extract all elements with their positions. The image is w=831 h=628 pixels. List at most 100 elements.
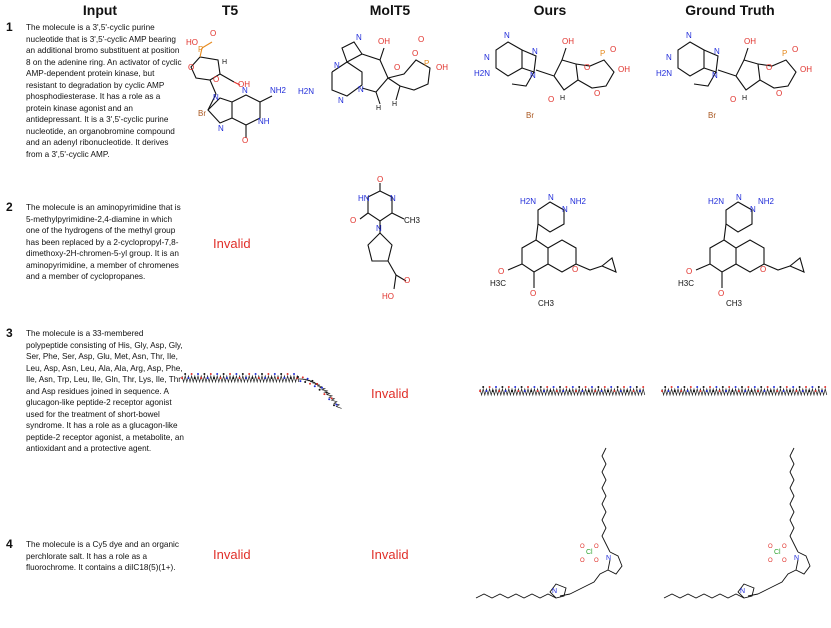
atom-n: N xyxy=(530,71,536,80)
peptide-atom xyxy=(766,386,769,388)
atom-o: O xyxy=(792,45,798,54)
row-4-molt5-invalid: Invalid xyxy=(371,547,409,562)
peptide-atom xyxy=(757,390,759,392)
peptide-atom xyxy=(607,390,609,392)
atom-n: N xyxy=(714,47,720,56)
atom-o: O xyxy=(594,544,599,550)
atom-nh2: NH2 xyxy=(270,86,287,95)
peptide-atom xyxy=(798,386,801,388)
peptide-atom xyxy=(600,390,603,392)
peptide-atom xyxy=(805,386,807,388)
peptide-atom xyxy=(181,377,183,379)
peptide-atom xyxy=(760,386,763,388)
peptide-atom xyxy=(251,377,254,379)
peptide-atom xyxy=(705,390,708,392)
atom-o: O xyxy=(213,75,219,84)
peptide-atom xyxy=(219,377,222,379)
atom-h2n: H2N xyxy=(708,197,724,206)
peptide-atom xyxy=(520,386,523,388)
atom-o: O xyxy=(418,35,424,44)
peptide-atom xyxy=(507,386,510,388)
peptide-atom xyxy=(482,386,485,388)
atom-o: O xyxy=(782,558,787,564)
peptide-atom xyxy=(235,373,238,375)
atom-n: N xyxy=(666,53,672,62)
row-3-ours-structure xyxy=(479,386,646,397)
header-input: Input xyxy=(82,2,118,18)
peptide-atom xyxy=(689,386,692,388)
atom-n: N xyxy=(213,93,219,102)
peptide-atom xyxy=(603,386,606,388)
atom-n: N xyxy=(338,96,344,105)
row-4-description: The molecule is a Cy5 dye and an organic… xyxy=(26,540,179,572)
atom-p: P xyxy=(600,49,605,58)
atom-o: O xyxy=(768,544,773,550)
peptide-atom xyxy=(501,386,504,388)
peptide-atom xyxy=(270,377,273,379)
atom-p: P xyxy=(198,45,203,54)
header-ours: Ours xyxy=(533,2,567,18)
peptide-atom xyxy=(616,386,619,388)
peptide-atom xyxy=(753,386,756,388)
peptide-backbone xyxy=(661,387,828,397)
peptide-atom xyxy=(213,377,215,379)
atom-n: N xyxy=(686,31,692,40)
peptide-atom xyxy=(245,377,247,379)
peptide-atom xyxy=(594,390,597,392)
atom-o: O xyxy=(412,49,418,58)
peptide-atom xyxy=(193,377,196,379)
peptide-atom xyxy=(801,390,804,392)
header-molt5: MolT5 xyxy=(369,2,411,18)
row-1-molt5-structure: OH N N N N H2N O O P OH O H H xyxy=(298,33,448,112)
peptide-atom xyxy=(584,386,587,388)
peptide-atom xyxy=(261,373,263,375)
peptide-backbone xyxy=(181,374,342,409)
atom-oh: OH xyxy=(800,65,812,74)
atom-h2n: H2N xyxy=(474,69,490,78)
peptide-atom xyxy=(206,377,209,379)
peptide-atom xyxy=(789,390,791,392)
atom-oh: OH xyxy=(562,37,574,46)
peptide-atom xyxy=(709,386,711,388)
atom-br: Br xyxy=(198,109,206,118)
peptide-atom xyxy=(301,376,304,379)
peptide-atom xyxy=(203,373,206,375)
peptide-atom xyxy=(792,386,795,388)
atom-oh: OH xyxy=(238,80,250,89)
row-2-description: The molecule is an aminopyrimidine that … xyxy=(26,203,181,281)
peptide-atom xyxy=(725,390,727,392)
atom-o: O xyxy=(210,29,216,38)
peptide-atom xyxy=(673,390,676,392)
row-number-3: 3 xyxy=(6,326,13,340)
peptide-atom xyxy=(750,390,753,392)
row-3-description: The molecule is a 33-membered polypeptid… xyxy=(26,329,184,453)
peptide-atom xyxy=(591,386,593,388)
atom-ho: HO xyxy=(186,38,198,47)
peptide-atom xyxy=(769,390,772,392)
atom-nh: NH xyxy=(258,117,270,126)
atom-o: O xyxy=(584,63,590,72)
atom-o: O xyxy=(394,63,400,72)
atom-h: H xyxy=(392,101,397,108)
peptide-atom xyxy=(575,390,577,392)
atom-o: O xyxy=(580,544,585,550)
atom-oh: OH xyxy=(378,37,390,46)
peptide-atom xyxy=(814,390,817,392)
row-number-2: 2 xyxy=(6,200,13,214)
peptide-atom xyxy=(785,386,788,388)
atom-n: N xyxy=(736,193,742,202)
atom-n: N xyxy=(358,85,364,94)
atom-n: N xyxy=(548,193,554,202)
atom-o: O xyxy=(768,558,773,564)
atom-n: N xyxy=(712,71,718,80)
row-2-t5-invalid: Invalid xyxy=(213,236,251,251)
peptide-atom xyxy=(741,386,743,388)
peptide-atom xyxy=(304,381,307,383)
peptide-atom xyxy=(565,386,568,388)
peptide-atom xyxy=(197,373,199,375)
peptide-atom xyxy=(555,390,558,392)
peptide-atom xyxy=(610,386,613,388)
atom-cl: Cl xyxy=(586,549,593,556)
peptide-atom xyxy=(328,398,331,401)
peptide-atom xyxy=(639,390,641,392)
